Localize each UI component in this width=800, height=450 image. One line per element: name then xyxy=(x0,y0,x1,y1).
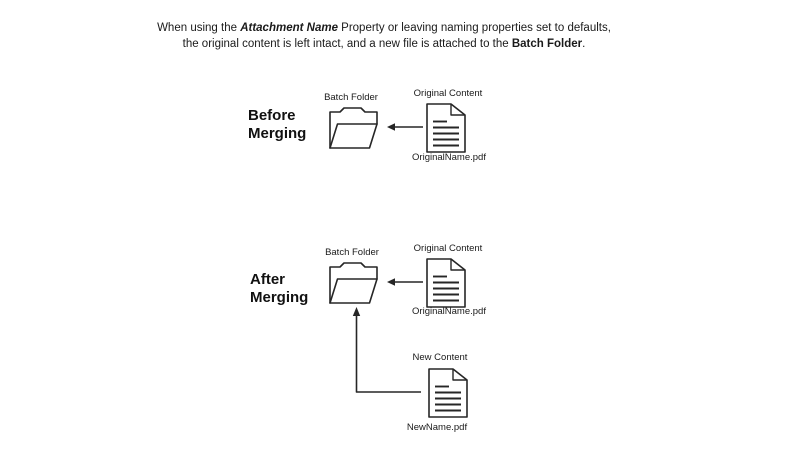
header-caption-line1: When using the Attachment Name Property … xyxy=(157,22,611,34)
document-icon xyxy=(428,368,468,418)
attachment-name-emphasis: Attachment Name xyxy=(240,22,338,34)
batch-folder-emphasis: Batch Folder xyxy=(511,38,583,50)
before-merging-title: Before Merging xyxy=(248,107,307,142)
arrow-up-elbow-icon xyxy=(352,307,421,393)
header-caption: When using the Attachment Name Property … xyxy=(99,20,669,52)
after-original-filename-label: OriginalName.pdf xyxy=(412,306,486,317)
arrow-left-icon xyxy=(387,123,423,131)
document-icon xyxy=(426,258,466,308)
document-icon xyxy=(426,103,466,153)
before-original-content-label: Original Content xyxy=(413,88,483,99)
before-original-filename-label: OriginalName.pdf xyxy=(412,152,486,163)
before-batch-folder-label: Batch Folder xyxy=(324,92,378,103)
open-folder-icon xyxy=(329,262,378,304)
open-folder-icon xyxy=(329,107,378,149)
arrow-left-icon xyxy=(387,278,423,286)
after-merging-title: After Merging xyxy=(250,271,309,306)
after-batch-folder-label: Batch Folder xyxy=(325,247,379,258)
header-caption-line2: the original content is left intact, and… xyxy=(182,38,586,50)
after-new-content-label: New Content xyxy=(412,352,468,363)
after-new-filename-label: NewName.pdf xyxy=(406,422,468,433)
after-original-content-label: Original Content xyxy=(413,243,483,254)
